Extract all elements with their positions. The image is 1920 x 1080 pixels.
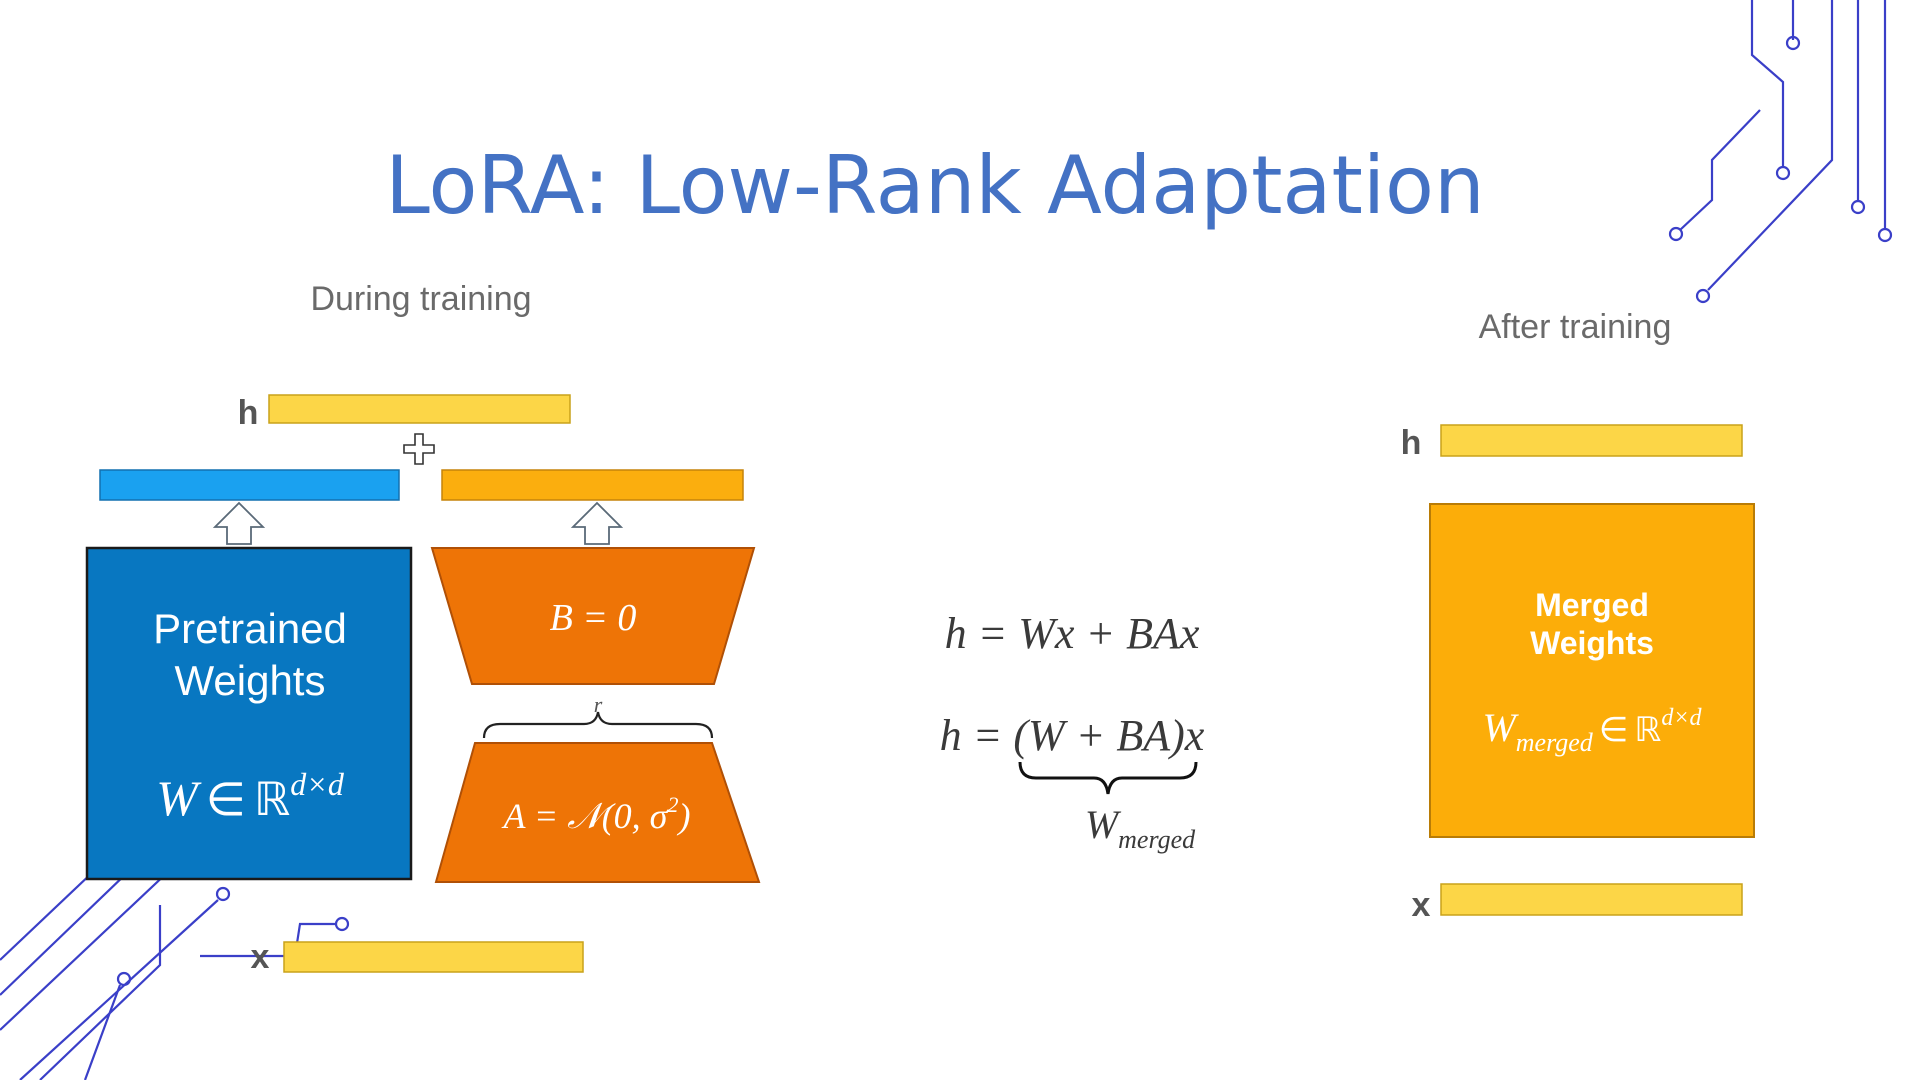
rank-label: r <box>594 692 603 717</box>
merged-underbrace-label: Wmerged <box>1085 802 1196 854</box>
formula2-h: h <box>940 711 962 760</box>
circuit-decoration-top-right <box>1668 0 1893 304</box>
underbrace-sub: merged <box>1118 825 1196 854</box>
rank-brace <box>482 711 714 739</box>
during-training-heading: During training <box>310 280 531 318</box>
matrix-A-label: A = 𝒩(0, σ2) <box>502 792 691 836</box>
merged-weights-line1: Merged <box>1535 587 1649 623</box>
matrix-B-label: B = 0 <box>550 597 637 639</box>
formula2-rhs: (W + BA)x <box>1013 711 1204 760</box>
up-arrow-icon-pretrained <box>212 501 266 545</box>
merged-sub: merged <box>1516 728 1594 757</box>
formula2-eq: = <box>962 711 1014 760</box>
merged-dim: d×d <box>1661 705 1702 731</box>
pretrained-W: W <box>156 770 202 826</box>
matrix-A-sq: 2 <box>667 792 678 817</box>
pretrained-weights-formula: W∈ℝd×d <box>156 766 345 826</box>
merged-underbrace <box>1018 761 1198 795</box>
merged-weights-formula: Wmerged∈ℝd×d <box>1482 705 1702 757</box>
after-h-output-bar <box>1440 424 1743 457</box>
formula1-h: h <box>945 609 967 658</box>
formula1-rhs: Wx + BAx <box>1018 609 1200 658</box>
during-x-label: x <box>251 938 270 976</box>
plus-icon <box>403 433 435 465</box>
matrix-B-trapezoid <box>430 547 756 685</box>
merged-weights-line2: Weights <box>1530 625 1654 661</box>
matrix-A-args: (0, σ <box>602 796 669 836</box>
pretrained-weights-line1: Pretrained <box>153 605 347 652</box>
lora-output-bar <box>441 469 744 501</box>
merged-in: ∈ <box>1599 711 1629 749</box>
pretrained-output-bar <box>99 469 400 501</box>
after-x-label: x <box>1412 886 1431 924</box>
circuit-decoration-bottom-left <box>0 869 350 1080</box>
up-arrow-icon-lora <box>570 501 624 545</box>
pretrained-R: ℝ <box>254 772 290 826</box>
during-x-input-bar <box>283 941 584 973</box>
merged-R: ℝ <box>1634 710 1661 750</box>
during-h-output-bar <box>268 394 571 424</box>
matrix-A-close: ) <box>676 796 690 836</box>
pretrained-weights-line2: Weights <box>175 657 326 704</box>
pretrained-dim: d×d <box>290 766 345 802</box>
after-h-label: h <box>1401 424 1422 462</box>
after-training-heading: After training <box>1479 308 1672 346</box>
formula-line-1: h = Wx + BAx <box>945 609 1200 658</box>
matrix-A-lhs: A = <box>502 796 568 836</box>
matrix-A-trapezoid <box>434 742 761 883</box>
during-h-label: h <box>238 394 259 432</box>
formula-line-2: h = (W + BA)x <box>940 711 1205 760</box>
formula1-eq: = <box>967 609 1019 658</box>
pretrained-in: ∈ <box>206 773 246 825</box>
pretrained-weights-box <box>85 546 413 881</box>
slide-title: LoRA: Low-Rank Adaptation <box>385 139 1484 232</box>
merged-weights-box <box>1429 503 1755 838</box>
underbrace-W: W <box>1085 802 1122 847</box>
after-x-input-bar <box>1440 883 1743 916</box>
merged-W: W <box>1482 705 1519 750</box>
